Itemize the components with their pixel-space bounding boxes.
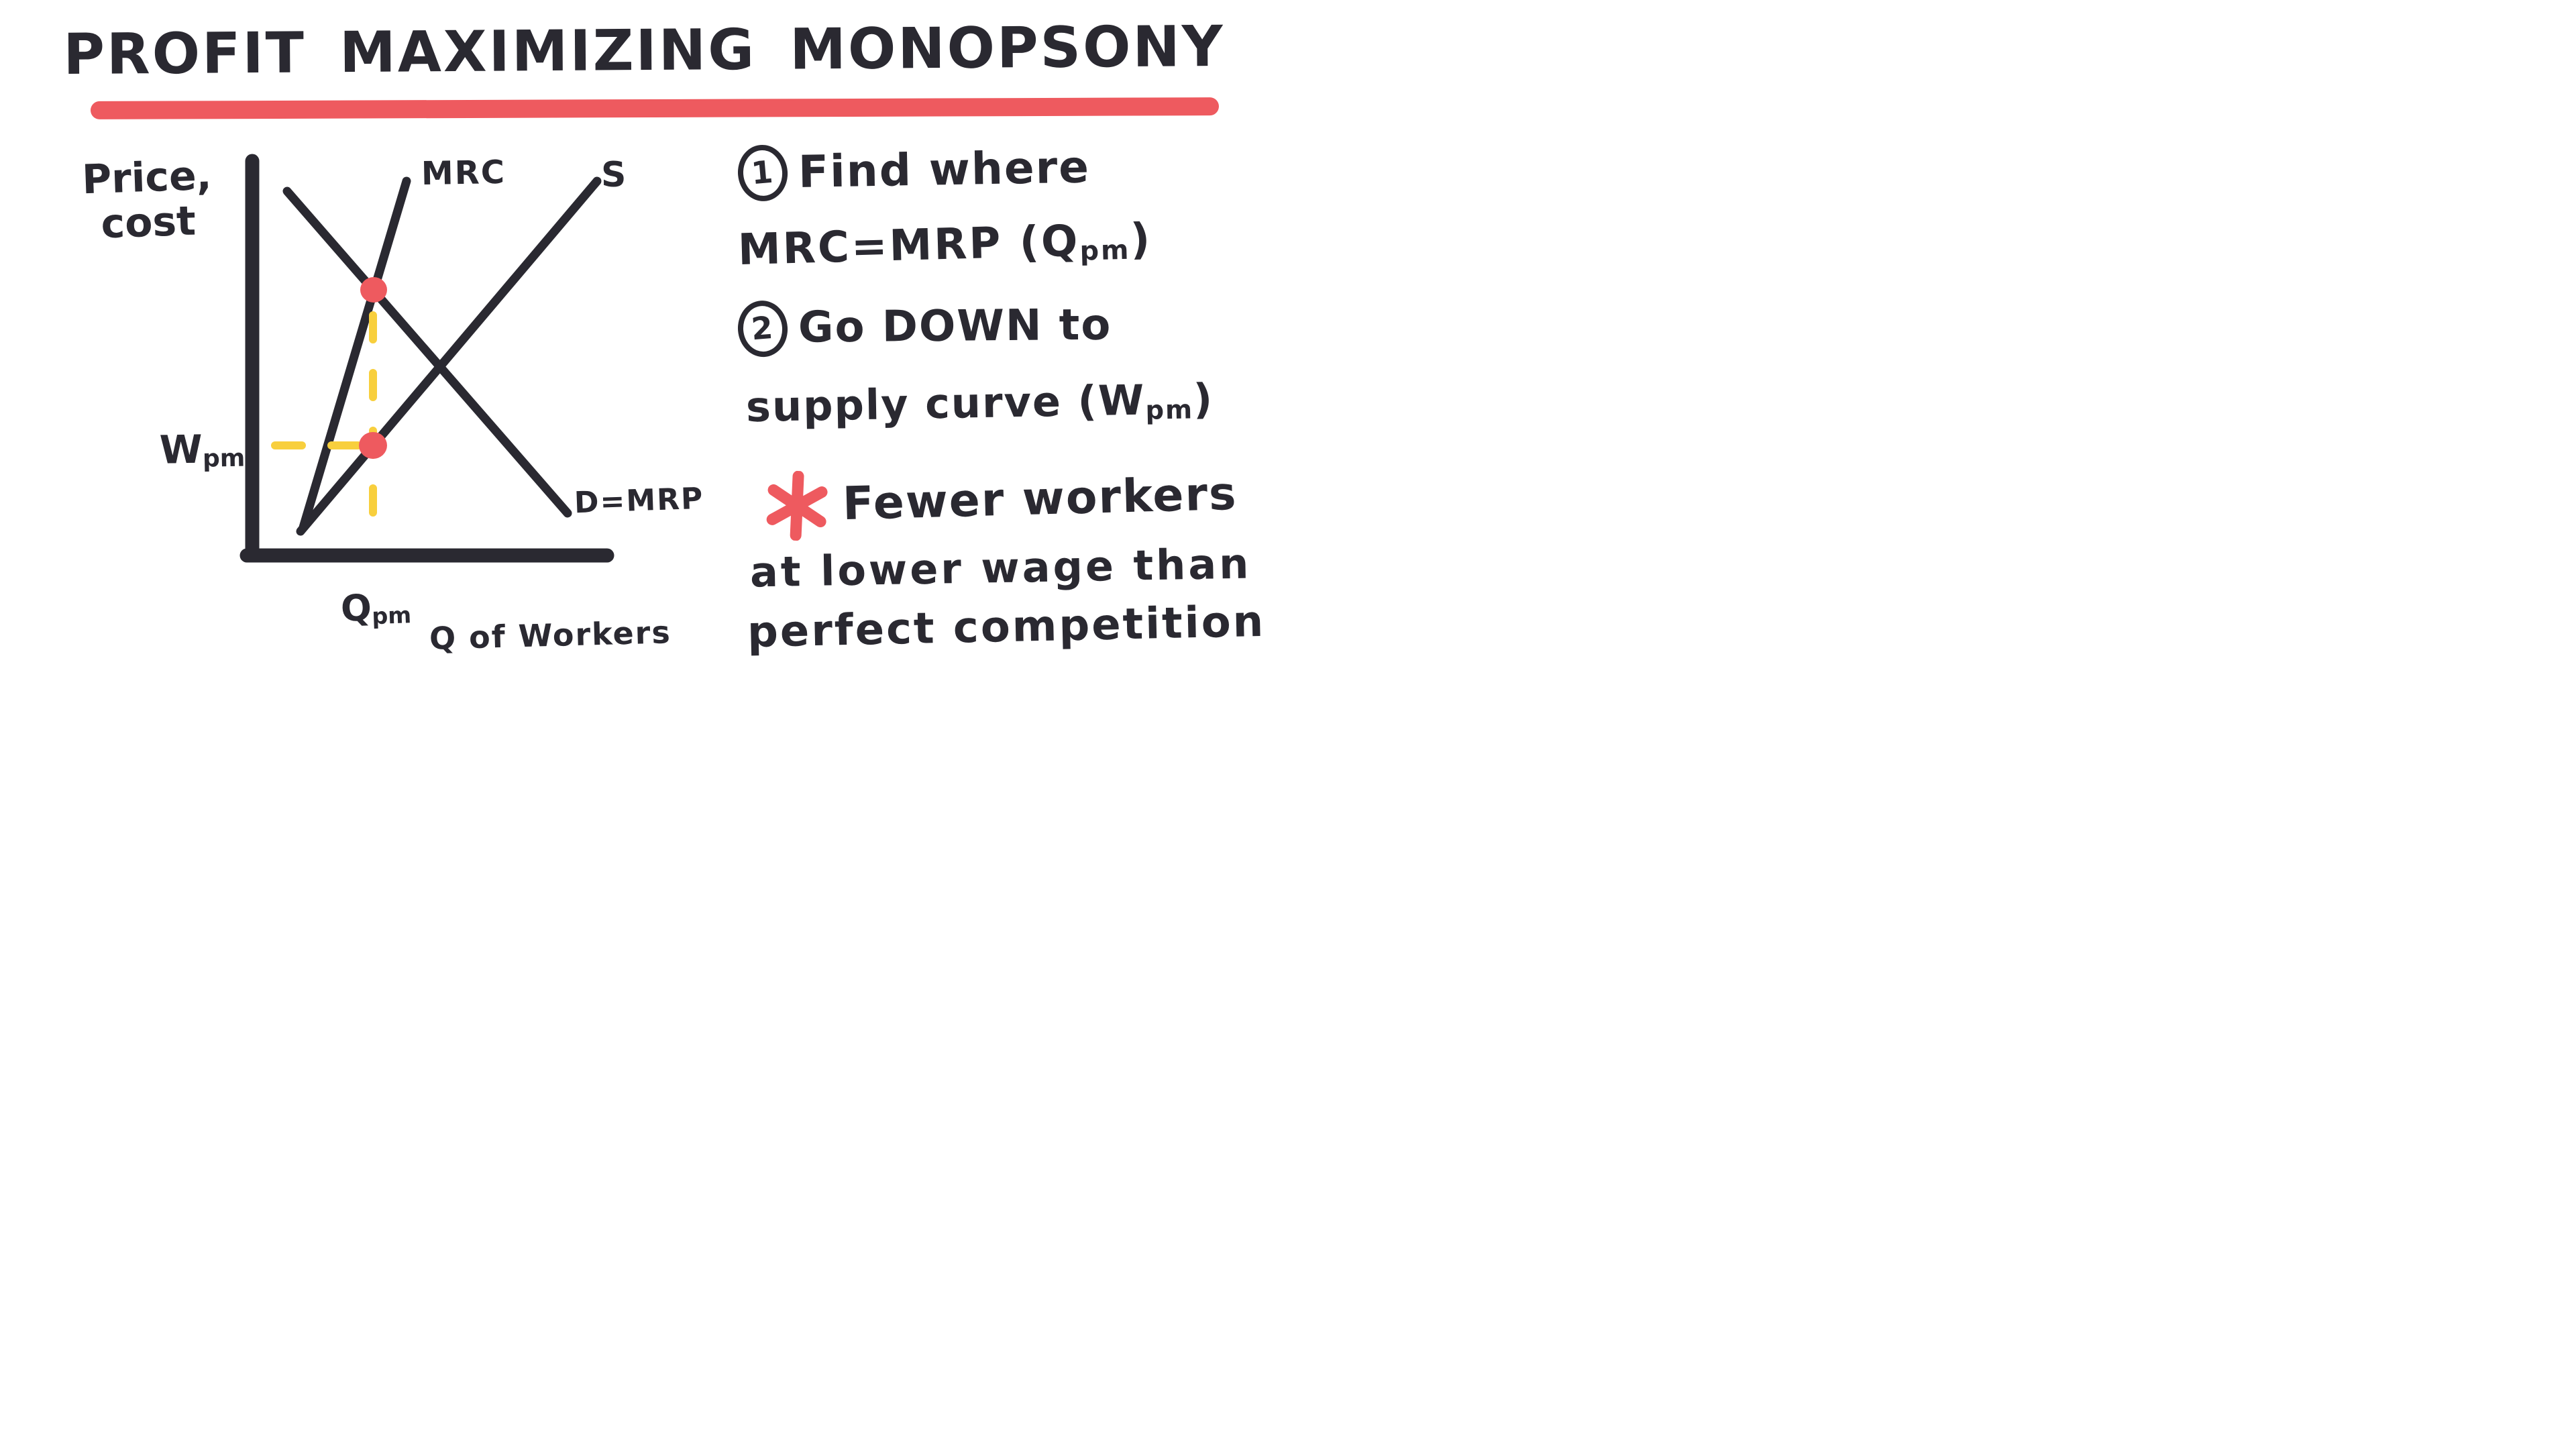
monopsony-graph — [239, 154, 614, 563]
step-2-line-2-suffix: ) — [1193, 374, 1214, 424]
step-1-text: Find where — [798, 141, 1091, 199]
mrc-curve-label: MRC — [421, 153, 506, 193]
wage-label-base: W — [159, 426, 203, 473]
quantity-label-base: Q — [339, 586, 372, 630]
step-1-number-badge: 1 — [735, 142, 790, 204]
demand-curve — [282, 186, 572, 518]
step-2-number-badge: 2 — [735, 299, 790, 359]
whiteboard-canvas: PROFIT MAXIMIZING MONOPSONY Price, cost … — [0, 0, 1288, 724]
note-line-1: Fewer workers — [764, 460, 1238, 541]
x-axis-label: Q of Workers — [429, 614, 672, 657]
supply-curve — [296, 176, 602, 536]
step-1-line-2-subscript: pm — [1079, 234, 1132, 267]
step-1-line-2-suffix: ) — [1130, 214, 1153, 265]
y-axis-label-line1: Price, — [81, 152, 213, 204]
step-2-line-2-subscript: pm — [1145, 394, 1194, 426]
mrc-curve — [299, 176, 411, 532]
wage-axis-label: Wpm — [133, 427, 245, 473]
step-2-line-2: supply curve (Wpm) — [745, 374, 1214, 432]
note-line-1-text: Fewer workers — [842, 467, 1238, 531]
supply-wage-point — [359, 432, 387, 459]
step-2-line-2-prefix: supply curve (W — [745, 375, 1146, 432]
wage-label-subscript: pm — [202, 445, 246, 474]
asterisk-icon — [766, 470, 828, 541]
step-2-text: Go DOWN to — [798, 300, 1112, 353]
quantity-axis-label: Qpm — [339, 586, 412, 630]
quantity-label-subscript: pm — [371, 602, 412, 630]
mrc-mrp-intersection-point — [360, 277, 387, 303]
step-1-line-2-prefix: MRC=MRP (Q — [737, 216, 1081, 276]
note-line-2: at lower wage than — [749, 539, 1252, 597]
y-axis-label: Price, cost — [46, 152, 250, 250]
demand-curve-label: D=MRP — [574, 481, 705, 521]
step-1-line-2: MRC=MRP (Qpm) — [737, 214, 1153, 276]
supply-curve-label: S — [601, 155, 627, 195]
y-axis-label-line2: cost — [100, 197, 197, 248]
step-2-line-1: 2 Go DOWN to — [735, 298, 1112, 359]
step-1-line-1: 1 Find where — [735, 139, 1091, 204]
